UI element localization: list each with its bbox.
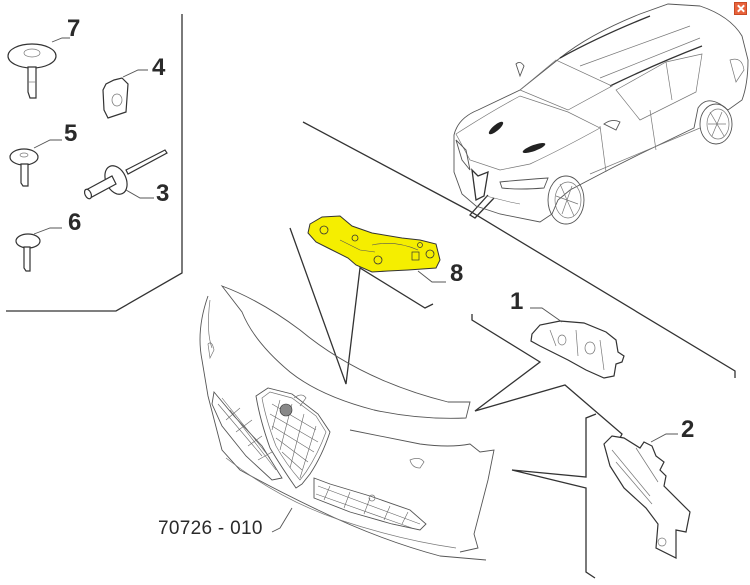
part-2-side-bracket[interactable] bbox=[603, 433, 691, 559]
fasteners-frame bbox=[6, 14, 183, 312]
close-icon[interactable] bbox=[734, 2, 747, 15]
part-4-clip-nut[interactable] bbox=[102, 69, 148, 119]
part-1-side-bracket[interactable] bbox=[530, 307, 625, 379]
vehicle-drawing bbox=[453, 3, 749, 225]
part-8-center-bracket[interactable] bbox=[307, 215, 446, 283]
assembly-part-number[interactable]: 70726 - 010 bbox=[158, 518, 263, 539]
callout-7[interactable]: 7 bbox=[67, 15, 81, 42]
callout-4[interactable]: 4 bbox=[152, 54, 166, 81]
callout-1[interactable]: 1 bbox=[510, 288, 524, 315]
part-3-rivet[interactable] bbox=[83, 149, 168, 200]
part-6-screw[interactable] bbox=[15, 227, 62, 272]
part-7-flange-screw[interactable] bbox=[7, 37, 70, 99]
callout-8[interactable]: 8 bbox=[450, 260, 464, 287]
callout-5[interactable]: 5 bbox=[64, 120, 78, 147]
part-5-screw-washer[interactable] bbox=[9, 139, 62, 187]
front-bumper-assembly[interactable] bbox=[199, 285, 495, 561]
callout-3[interactable]: 3 bbox=[156, 180, 170, 207]
leader-lines bbox=[289, 121, 736, 579]
callout-2[interactable]: 2 bbox=[681, 416, 695, 443]
callout-6[interactable]: 6 bbox=[68, 209, 82, 236]
